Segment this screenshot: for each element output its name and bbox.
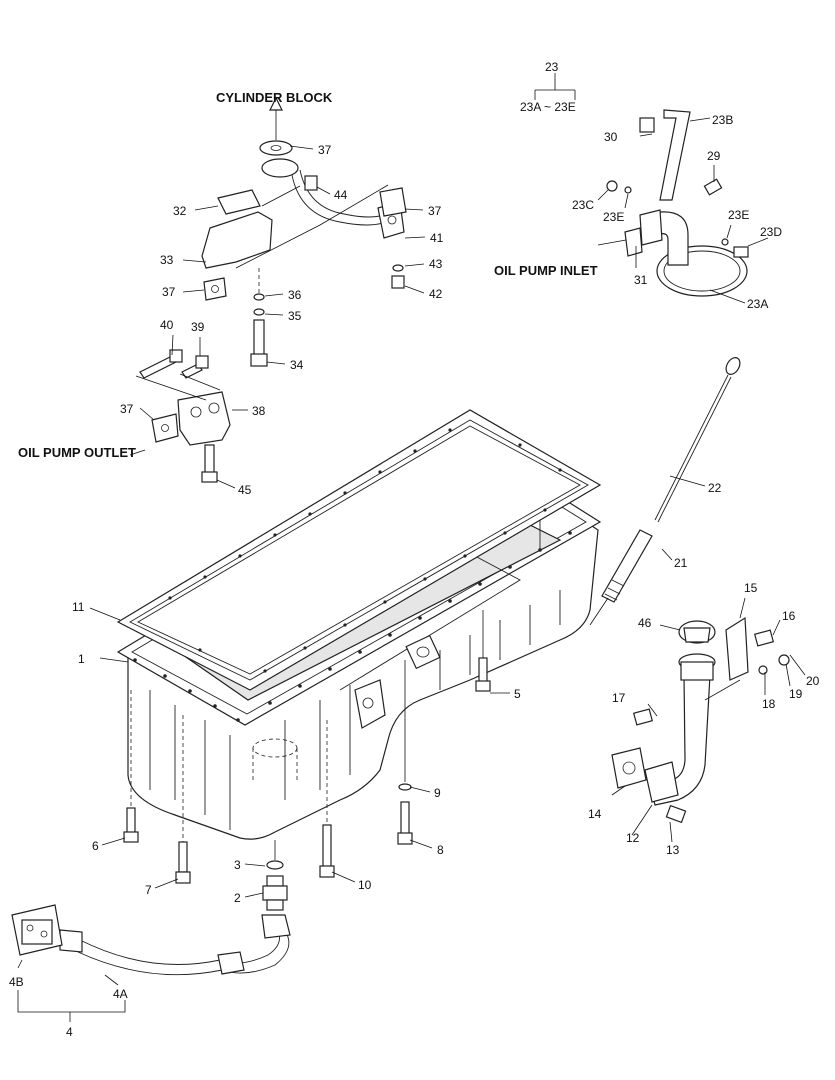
callout-1: 1 [78, 652, 85, 666]
callout-23B: 23B [712, 113, 733, 127]
callout-43: 43 [429, 257, 443, 271]
callout-34: 34 [290, 358, 304, 372]
callout-45: 45 [238, 483, 252, 497]
callout-3: 3 [234, 858, 241, 872]
callout-16: 16 [782, 609, 796, 623]
callout-group-4: 4 [66, 1025, 73, 1039]
callout-15: 15 [744, 581, 758, 595]
callout-19: 19 [789, 687, 803, 701]
callout-5: 5 [514, 687, 521, 701]
callout-6: 6 [92, 839, 99, 853]
callout-13: 13 [666, 843, 680, 857]
oil-pan-gasket [116, 409, 602, 691]
callout-23C: 23C [572, 198, 594, 212]
callout-38: 38 [252, 404, 266, 418]
callout-37-mid: 37 [162, 285, 176, 299]
oil-pump-outlet-assembly [129, 349, 231, 483]
caption-cylinder-block: CYLINDER BLOCK [216, 90, 333, 105]
caption-oil-pump-outlet: OIL PUMP OUTLET [18, 445, 136, 460]
callout-17: 17 [612, 691, 626, 705]
filler-assembly [611, 616, 790, 824]
callout-23E-left: 23E [603, 210, 624, 224]
callout-20: 20 [806, 674, 820, 688]
callout-23E-right: 23E [728, 208, 749, 222]
callout-33: 33 [160, 253, 174, 267]
callout-37-right: 37 [428, 204, 442, 218]
callout-group-23-range: 23A ~ 23E [520, 100, 576, 114]
caption-oil-pump-inlet: OIL PUMP INLET [494, 263, 598, 278]
callout-37-low: 37 [120, 402, 134, 416]
callout-42: 42 [429, 287, 443, 301]
callout-31: 31 [634, 273, 648, 287]
callout-44: 44 [334, 188, 348, 202]
pan-bolts [123, 610, 491, 884]
oil-tube-assembly [201, 96, 407, 367]
leader-lines [17, 73, 806, 1022]
callout-40: 40 [160, 318, 174, 332]
callout-7: 7 [145, 883, 152, 897]
callout-10: 10 [358, 878, 372, 892]
callout-30: 30 [604, 130, 618, 144]
callout-32: 32 [173, 204, 187, 218]
callout-36: 36 [288, 288, 302, 302]
dipstick-guide [589, 529, 653, 626]
pan-flange-bolt-holes [133, 531, 572, 722]
callout-4B: 4B [9, 975, 24, 989]
callout-37-top: 37 [318, 143, 332, 157]
callout-23D: 23D [760, 225, 782, 239]
callout-11: 11 [72, 600, 85, 614]
callout-2: 2 [234, 891, 241, 905]
drain-hose [11, 904, 291, 976]
callout-group-23: 23 [545, 60, 559, 74]
callout-39: 39 [191, 320, 205, 334]
callout-18: 18 [762, 697, 776, 711]
callout-46: 46 [638, 616, 652, 630]
callout-23A: 23A [747, 297, 768, 311]
callout-8: 8 [437, 843, 444, 857]
dipstick [654, 357, 741, 523]
callout-14: 14 [588, 807, 602, 821]
callout-41: 41 [430, 231, 444, 245]
callout-9: 9 [434, 786, 441, 800]
callout-12: 12 [626, 831, 640, 845]
drain-plug [262, 840, 288, 911]
callout-35: 35 [288, 309, 302, 323]
callout-4A: 4A [113, 987, 128, 1001]
callout-21: 21 [674, 556, 688, 570]
callout-22: 22 [708, 481, 722, 495]
callout-29: 29 [707, 149, 721, 163]
oil-pump-inlet-assembly [606, 109, 749, 297]
